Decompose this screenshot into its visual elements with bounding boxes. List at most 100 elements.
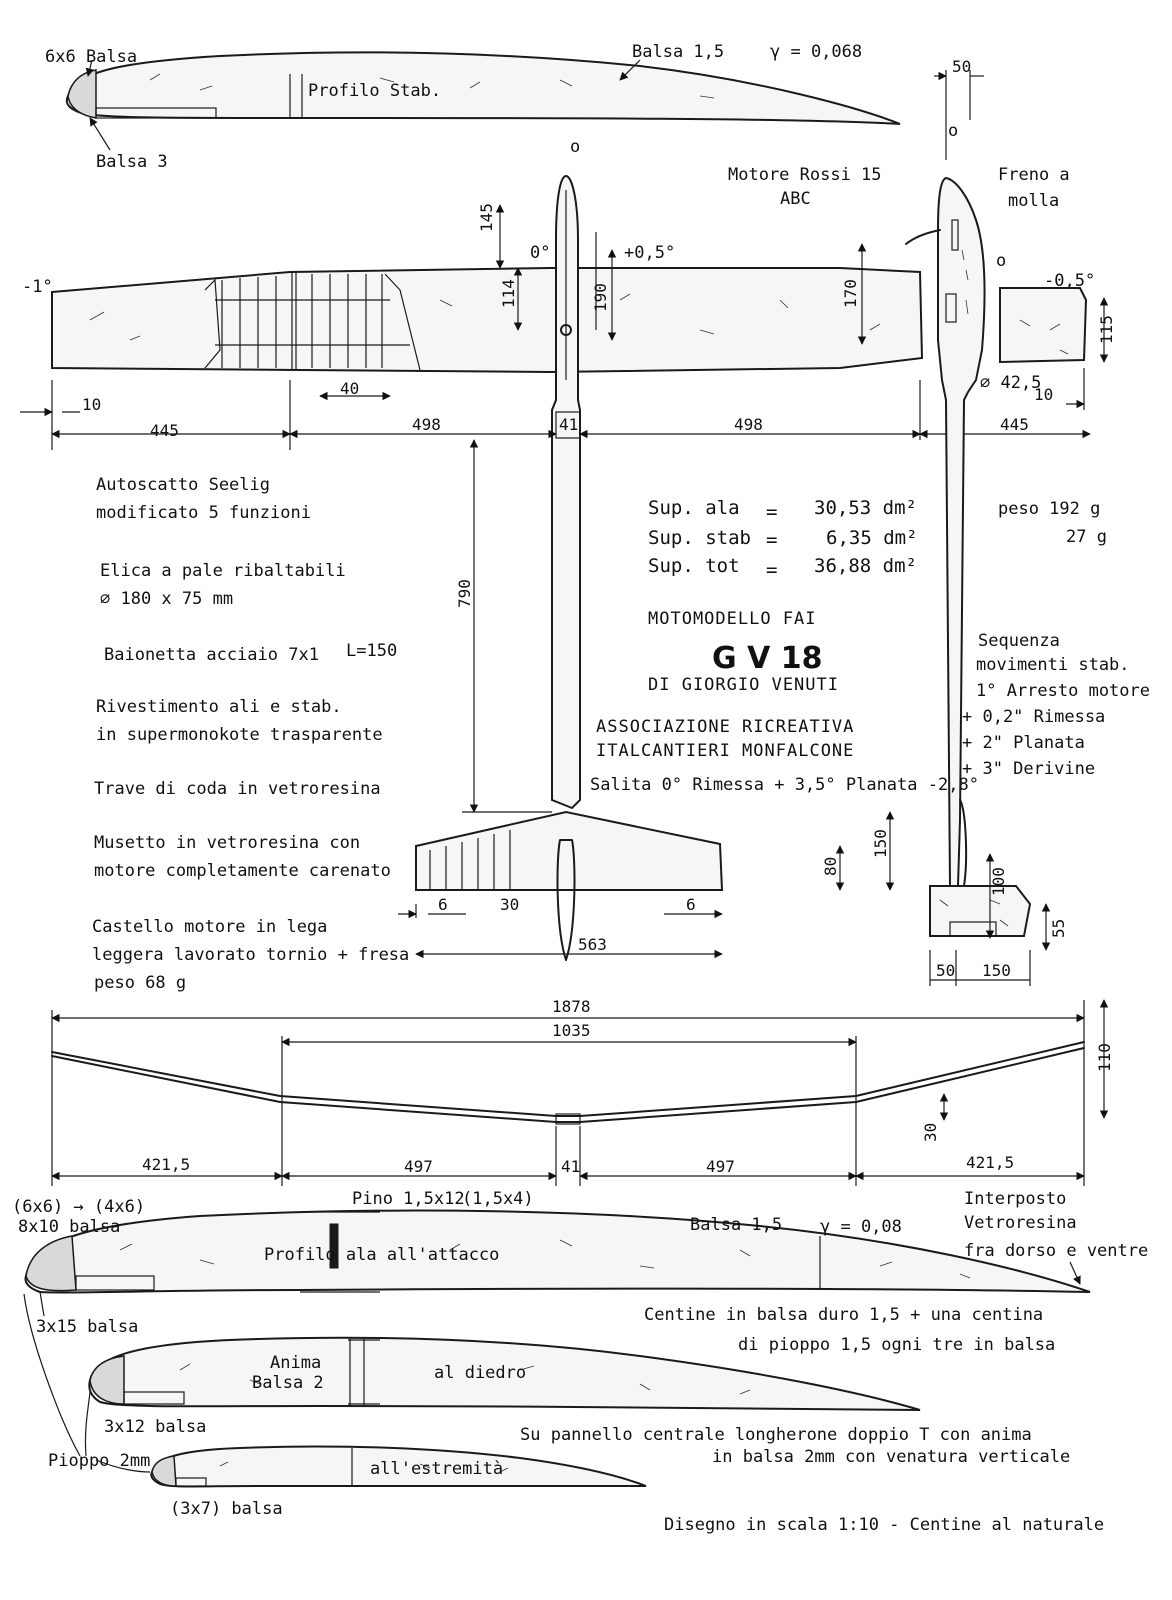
svg-text:6: 6 (438, 895, 448, 914)
stab-gamma-label: γ = 0,068 (770, 42, 862, 62)
svg-text:40: 40 (340, 379, 359, 398)
sequence-sub: movimenti stab. (976, 655, 1130, 675)
spec-stab-label: Sup. stab (648, 527, 751, 549)
sequence-title: Sequenza (978, 631, 1060, 651)
tip-profile-title: all'estremità (370, 1459, 503, 1479)
dihedral-profile: Anima Balsa 2 al diedro 3x12 balsa (88, 1336, 921, 1437)
svg-text:150: 150 (982, 961, 1011, 980)
svg-text:o: o (948, 121, 958, 141)
svg-text:80: 80 (821, 857, 840, 876)
stab-le-label: 6x6 Balsa (45, 47, 137, 67)
sequence-step-4: + 3" Derivine (962, 759, 1095, 779)
weight-2: 27 g (1066, 527, 1107, 547)
svg-text:790: 790 (455, 579, 474, 608)
title-block: MOTOMODELLO FAI G V 18 DI GIORGIO VENUTI… (590, 609, 979, 795)
root-lower-label: 3x15 balsa (36, 1317, 138, 1337)
note-nose-2: motore completamente carenato (94, 861, 391, 881)
dim-span: 1878 (552, 997, 591, 1016)
spec-total-label: Sup. tot (648, 555, 740, 577)
note-mount-1: Castello motore in lega (92, 917, 327, 937)
svg-text:150: 150 (871, 829, 890, 858)
svg-text:114: 114 (499, 279, 518, 308)
svg-text:563: 563 (578, 935, 607, 954)
front-view: 1878 1035 110 30 421,5 497 41 497 421,5 (51, 997, 1114, 1186)
sequence-block: Sequenza movimenti stab. 1° Arresto moto… (962, 631, 1150, 779)
svg-text:498: 498 (412, 415, 441, 434)
spar-note-1: Su pannello centrale longherone doppio T… (520, 1425, 1032, 1445)
stab-side (999, 287, 1088, 364)
stab-skin-label: Balsa 1,5 (632, 42, 724, 62)
svg-text:10: 10 (1034, 385, 1053, 404)
note-bayonet-length: L=150 (346, 641, 397, 661)
dim-tip-right: 421,5 (966, 1153, 1014, 1172)
svg-text:190: 190 (591, 283, 610, 312)
note-prop-1: Elica a pale ribaltabili (100, 561, 346, 581)
root-le-label: 8x10 balsa (18, 1217, 120, 1237)
svg-text:145: 145 (477, 203, 496, 232)
dim-center: 1035 (552, 1021, 591, 1040)
root-skin-label: Balsa 1,5 (690, 1215, 782, 1235)
model-name: G V 18 (712, 641, 822, 676)
construction-notes: Autoscatto Seelig modificato 5 funzioni … (92, 475, 409, 993)
dim-tip-left: 421,5 (142, 1155, 190, 1174)
spec-eq-1: = (766, 501, 777, 523)
svg-text:∅ 42,5: ∅ 42,5 (980, 373, 1041, 393)
root-profile-title: Profilo ala all'attacco (264, 1245, 499, 1265)
wing-plan (51, 267, 924, 374)
stab-plan (415, 810, 724, 891)
sequence-step-3: + 2" Planata (962, 733, 1085, 753)
weight-1: peso 192 g (998, 499, 1100, 519)
brake-label-1: Freno a (998, 165, 1070, 185)
dihedral-profile-title: al diedro (434, 1363, 526, 1383)
stab-trailing-label: Balsa 3 (96, 152, 168, 172)
spec-eq-2: = (766, 529, 777, 551)
root-profile: (6x6) → (4x6) 8x10 balsa Pino 1,5x12 (1,… (12, 1189, 1148, 1337)
spec-total-value: 36,88 dm² (814, 555, 917, 577)
rib-note-1: Centine in balsa duro 1,5 + una centina (644, 1305, 1043, 1325)
side-view: o o 50 115 ∅ 42,5 10 100 55 50 150 (905, 57, 1116, 986)
construction-text: Centine in balsa duro 1,5 + una centina … (520, 1305, 1104, 1535)
root-note-2: Vetroresina (964, 1213, 1077, 1233)
svg-text:-1°: -1° (22, 277, 53, 297)
stab-profile: 6x6 Balsa Profilo Stab. Balsa 1,5 γ = 0,… (45, 42, 901, 172)
motor-sub-label: ABC (780, 189, 811, 209)
svg-text:115: 115 (1097, 315, 1116, 344)
dihedral-web-1: Anima (270, 1353, 321, 1373)
note-mount-2: leggera lavorato tornio + fresa (92, 945, 409, 965)
note-bayonet: Baionetta acciaio 7x1 (104, 645, 319, 665)
specs-block: Sup. ala = 30,53 dm² Sup. stab = 6,35 dm… (648, 497, 1107, 581)
rib-note-2: di pioppo 1,5 ogni tre in balsa (738, 1335, 1055, 1355)
tip-profile: all'estremità Pioppo 2mm (3x7) balsa (23, 1293, 647, 1519)
svg-text:30: 30 (500, 895, 519, 914)
dim-fuselage: 41 (561, 1157, 580, 1176)
header-notes: Motore Rossi 15 ABC Freno a molla (728, 165, 1070, 211)
root-note-3: fra dorso e ventre (964, 1241, 1148, 1261)
note-mount-3: peso 68 g (94, 973, 186, 993)
association-2: ITALCANTIERI MONFALCONE (596, 741, 854, 761)
svg-text:10: 10 (82, 395, 101, 414)
root-leading-label: (6x6) → (4x6) (12, 1197, 145, 1217)
dim-tip-height: 110 (1095, 1043, 1114, 1072)
spec-eq-3: = (766, 559, 777, 581)
note-nose-1: Musetto in vetroresina con (94, 833, 360, 853)
svg-text:498: 498 (734, 415, 763, 434)
spec-stab-value: 6,35 dm² (826, 527, 918, 549)
author-label: DI GIORGIO VENUTI (648, 675, 839, 695)
dim-panel-right: 497 (706, 1157, 735, 1176)
note-tailboom: Trave di coda in vetroresina (94, 779, 381, 799)
svg-text:100: 100 (989, 867, 1008, 896)
category-label: MOTOMODELLO FAI (648, 609, 817, 629)
svg-text:445: 445 (1000, 415, 1029, 434)
note-timer-2: modificato 5 funzioni (96, 503, 311, 523)
svg-text:+0,5°: +0,5° (624, 243, 675, 263)
root-spar-alt-label: (1,5x4) (462, 1189, 534, 1209)
root-gamma-label: γ = 0,08 (820, 1217, 902, 1237)
sequence-step-1: 1° Arresto motore (976, 681, 1150, 701)
association-1: ASSOCIAZIONE RICREATIVA (596, 717, 854, 737)
tip-lower-label: (3x7) balsa (170, 1499, 283, 1519)
root-spar-label: Pino 1,5x12 (352, 1189, 465, 1209)
root-note-1: Interposto (964, 1189, 1066, 1209)
plan-dimensions: -1° 0° +0,5° -0,5° 445 498 41 498 445 10… (20, 203, 1095, 959)
scale-note: Disegno in scala 1:10 - Centine al natur… (664, 1515, 1104, 1535)
spec-wing-label: Sup. ala (648, 497, 740, 519)
